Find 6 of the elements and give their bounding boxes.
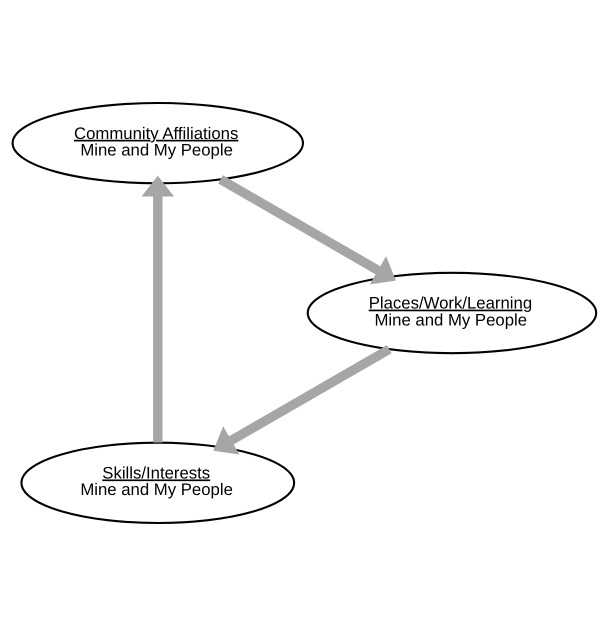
node-ellipse: Skills/Interests Mine and My People (20, 441, 296, 524)
node-ellipse: Places/Work/Learning Mine and My People (306, 271, 598, 354)
node-ellipse: Community Affiliations Mine and My People (12, 101, 304, 184)
arrow (218, 174, 396, 284)
arrow (141, 175, 174, 442)
arrow (213, 344, 392, 454)
